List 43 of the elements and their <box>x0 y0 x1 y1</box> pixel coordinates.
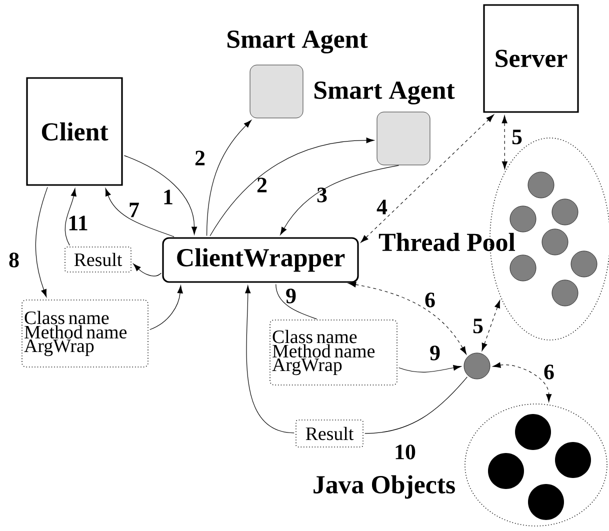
message-box: Result <box>296 420 364 448</box>
component-box: Server <box>483 4 579 113</box>
step-number: 7 <box>130 202 139 218</box>
arrow <box>348 282 467 354</box>
arrow <box>124 155 198 235</box>
arrow <box>482 300 500 352</box>
arrow <box>398 364 462 372</box>
step-number: 1 <box>164 190 172 204</box>
step-number: 5 <box>512 130 522 144</box>
step-number: 11 <box>69 216 88 230</box>
step-number: 9 <box>286 288 296 304</box>
message-box: Class name Method name ArgWrap <box>22 300 148 368</box>
message-box: Class name Method name ArgWrap <box>270 320 398 386</box>
arrow <box>105 188 174 237</box>
arrow <box>150 285 183 330</box>
step-number: 2 <box>195 150 205 166</box>
step-number: 3 <box>317 188 327 202</box>
component-box: Client <box>26 77 123 186</box>
step-number: 9 <box>430 346 440 360</box>
arrow <box>133 264 162 276</box>
agent-heading: Smart Agent <box>314 82 455 104</box>
arrow <box>492 362 552 402</box>
step-number: 6 <box>544 364 554 380</box>
arrow <box>280 165 400 235</box>
step-number: 6 <box>425 292 435 308</box>
step-number: 2 <box>257 178 267 192</box>
step-number: 5 <box>473 318 483 334</box>
arrow <box>64 188 76 246</box>
pool-heading: Thread Pool <box>378 232 516 252</box>
step-number: 8 <box>9 252 19 268</box>
arrow <box>210 138 374 236</box>
arrow <box>502 115 508 170</box>
message-box: Result <box>64 246 132 272</box>
step-number: 10 <box>396 444 416 460</box>
objects-heading: Java Objects <box>314 475 455 499</box>
arrow <box>245 285 294 434</box>
worker-circle <box>464 352 490 380</box>
arrow <box>360 114 494 243</box>
step-number: 4 <box>376 200 388 214</box>
agent-heading: Smart Agent <box>228 30 368 54</box>
wrapper-box: ClientWrapper <box>162 237 359 283</box>
arrow <box>206 120 252 236</box>
arrow <box>35 186 48 298</box>
